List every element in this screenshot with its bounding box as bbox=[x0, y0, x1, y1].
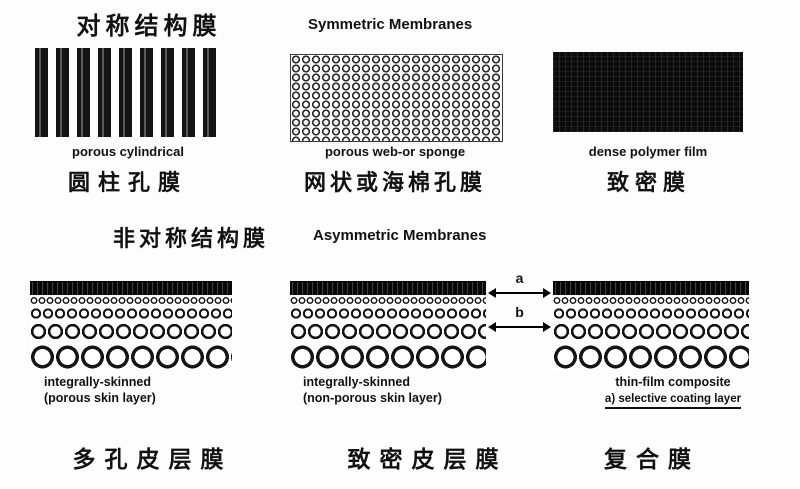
pore-layer-xlarge bbox=[30, 342, 232, 372]
pore-layer-xlarge bbox=[290, 342, 486, 372]
porous-web-sponge-figure bbox=[290, 54, 503, 142]
coating-layer bbox=[553, 281, 749, 295]
caption-line-2: (non-porous skin layer) bbox=[303, 391, 442, 406]
porous-skin-caption-en: integrally-skinned (porous skin layer) bbox=[44, 374, 244, 407]
pore-layer-medium bbox=[553, 306, 749, 321]
porous-skin-membrane-figure bbox=[30, 281, 232, 372]
arrow-b-label: b bbox=[515, 304, 524, 320]
dense-polymer-film-caption-en: dense polymer film bbox=[588, 144, 708, 159]
porous-web-sponge-caption-zh: 网状或海棉孔膜 bbox=[303, 170, 486, 195]
symmetric-title-en: Symmetric Membranes bbox=[308, 16, 473, 33]
arrow-left-head-icon bbox=[488, 322, 496, 332]
arrow-b: b bbox=[488, 304, 551, 332]
caption-line-1: integrally-skinned bbox=[303, 375, 410, 389]
thin-film-composite-figure bbox=[553, 281, 749, 372]
arrow-right-head-icon bbox=[543, 322, 551, 332]
porous-cylindrical-caption-en: porous cylindrical bbox=[72, 144, 184, 159]
caption-line-1: thin-film composite bbox=[615, 375, 731, 389]
skin-layer bbox=[30, 281, 232, 295]
arrow-b-line bbox=[492, 326, 547, 328]
asymmetric-title-zh: 非对称结构膜 bbox=[112, 226, 269, 251]
porous-web-sponge-caption-en: porous web-or sponge bbox=[324, 144, 466, 159]
nonporous-skin-membrane-figure bbox=[290, 281, 486, 372]
pore-layer-small bbox=[290, 295, 486, 306]
arrow-a-line bbox=[492, 292, 547, 294]
pore-layer-xlarge bbox=[553, 342, 749, 372]
nonporous-skin-caption-en: integrally-skinned (non-porous skin laye… bbox=[303, 374, 518, 407]
pore-layer-small bbox=[553, 295, 749, 306]
dense-polymer-film-caption-zh: 致密膜 bbox=[606, 170, 691, 195]
porous-skin-caption-zh: 多孔皮层膜 bbox=[72, 446, 233, 472]
caption-line-2: a) selective coating layer bbox=[604, 392, 742, 410]
porous-cylindrical-figure bbox=[35, 48, 222, 137]
pore-layer-small bbox=[30, 295, 232, 306]
caption-line-1: integrally-skinned bbox=[44, 375, 151, 389]
asymmetric-title-en: Asymmetric Membranes bbox=[313, 227, 487, 244]
porous-cylindrical-caption-zh: 圆柱孔膜 bbox=[67, 170, 188, 195]
caption-line-2: (porous skin layer) bbox=[44, 391, 156, 406]
arrow-right-head-icon bbox=[543, 288, 551, 298]
pore-layer-medium bbox=[30, 306, 232, 321]
arrow-a-label: a bbox=[515, 270, 524, 286]
nonporous-skin-caption-zh: 致密皮层膜 bbox=[347, 446, 508, 472]
pore-layer-large bbox=[30, 321, 232, 342]
pore-layer-large bbox=[553, 321, 749, 342]
pore-layer-large bbox=[290, 321, 486, 342]
arrow-left-head-icon bbox=[488, 288, 496, 298]
thin-film-composite-caption-en: thin-film composite a) selective coating… bbox=[578, 374, 768, 410]
symmetric-title-zh: 对称结构膜 bbox=[76, 13, 222, 40]
pore-layer-medium bbox=[290, 306, 486, 321]
arrow-a: a bbox=[488, 270, 551, 298]
dense-polymer-film-figure bbox=[553, 52, 743, 132]
thin-film-composite-caption-zh: 复合膜 bbox=[604, 446, 700, 472]
skin-layer bbox=[290, 281, 486, 295]
